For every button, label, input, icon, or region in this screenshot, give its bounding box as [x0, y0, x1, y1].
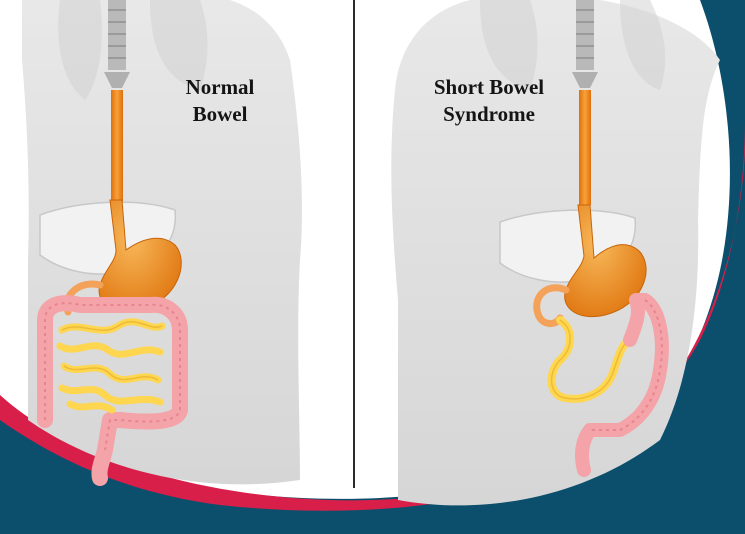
normal-bowel-label-line1: Normal — [160, 74, 280, 101]
short-bowel-label-line2: Syndrome — [404, 101, 574, 128]
left-esophagus — [111, 90, 123, 205]
normal-bowel-label-line2: Bowel — [160, 101, 280, 128]
short-bowel-label-line1: Short Bowel — [404, 74, 574, 101]
normal-bowel-anatomy-illustration — [22, 0, 302, 484]
short-bowel-label: Short Bowel Syndrome — [404, 74, 574, 128]
right-esophagus — [579, 90, 591, 205]
normal-bowel-label: Normal Bowel — [160, 74, 280, 128]
